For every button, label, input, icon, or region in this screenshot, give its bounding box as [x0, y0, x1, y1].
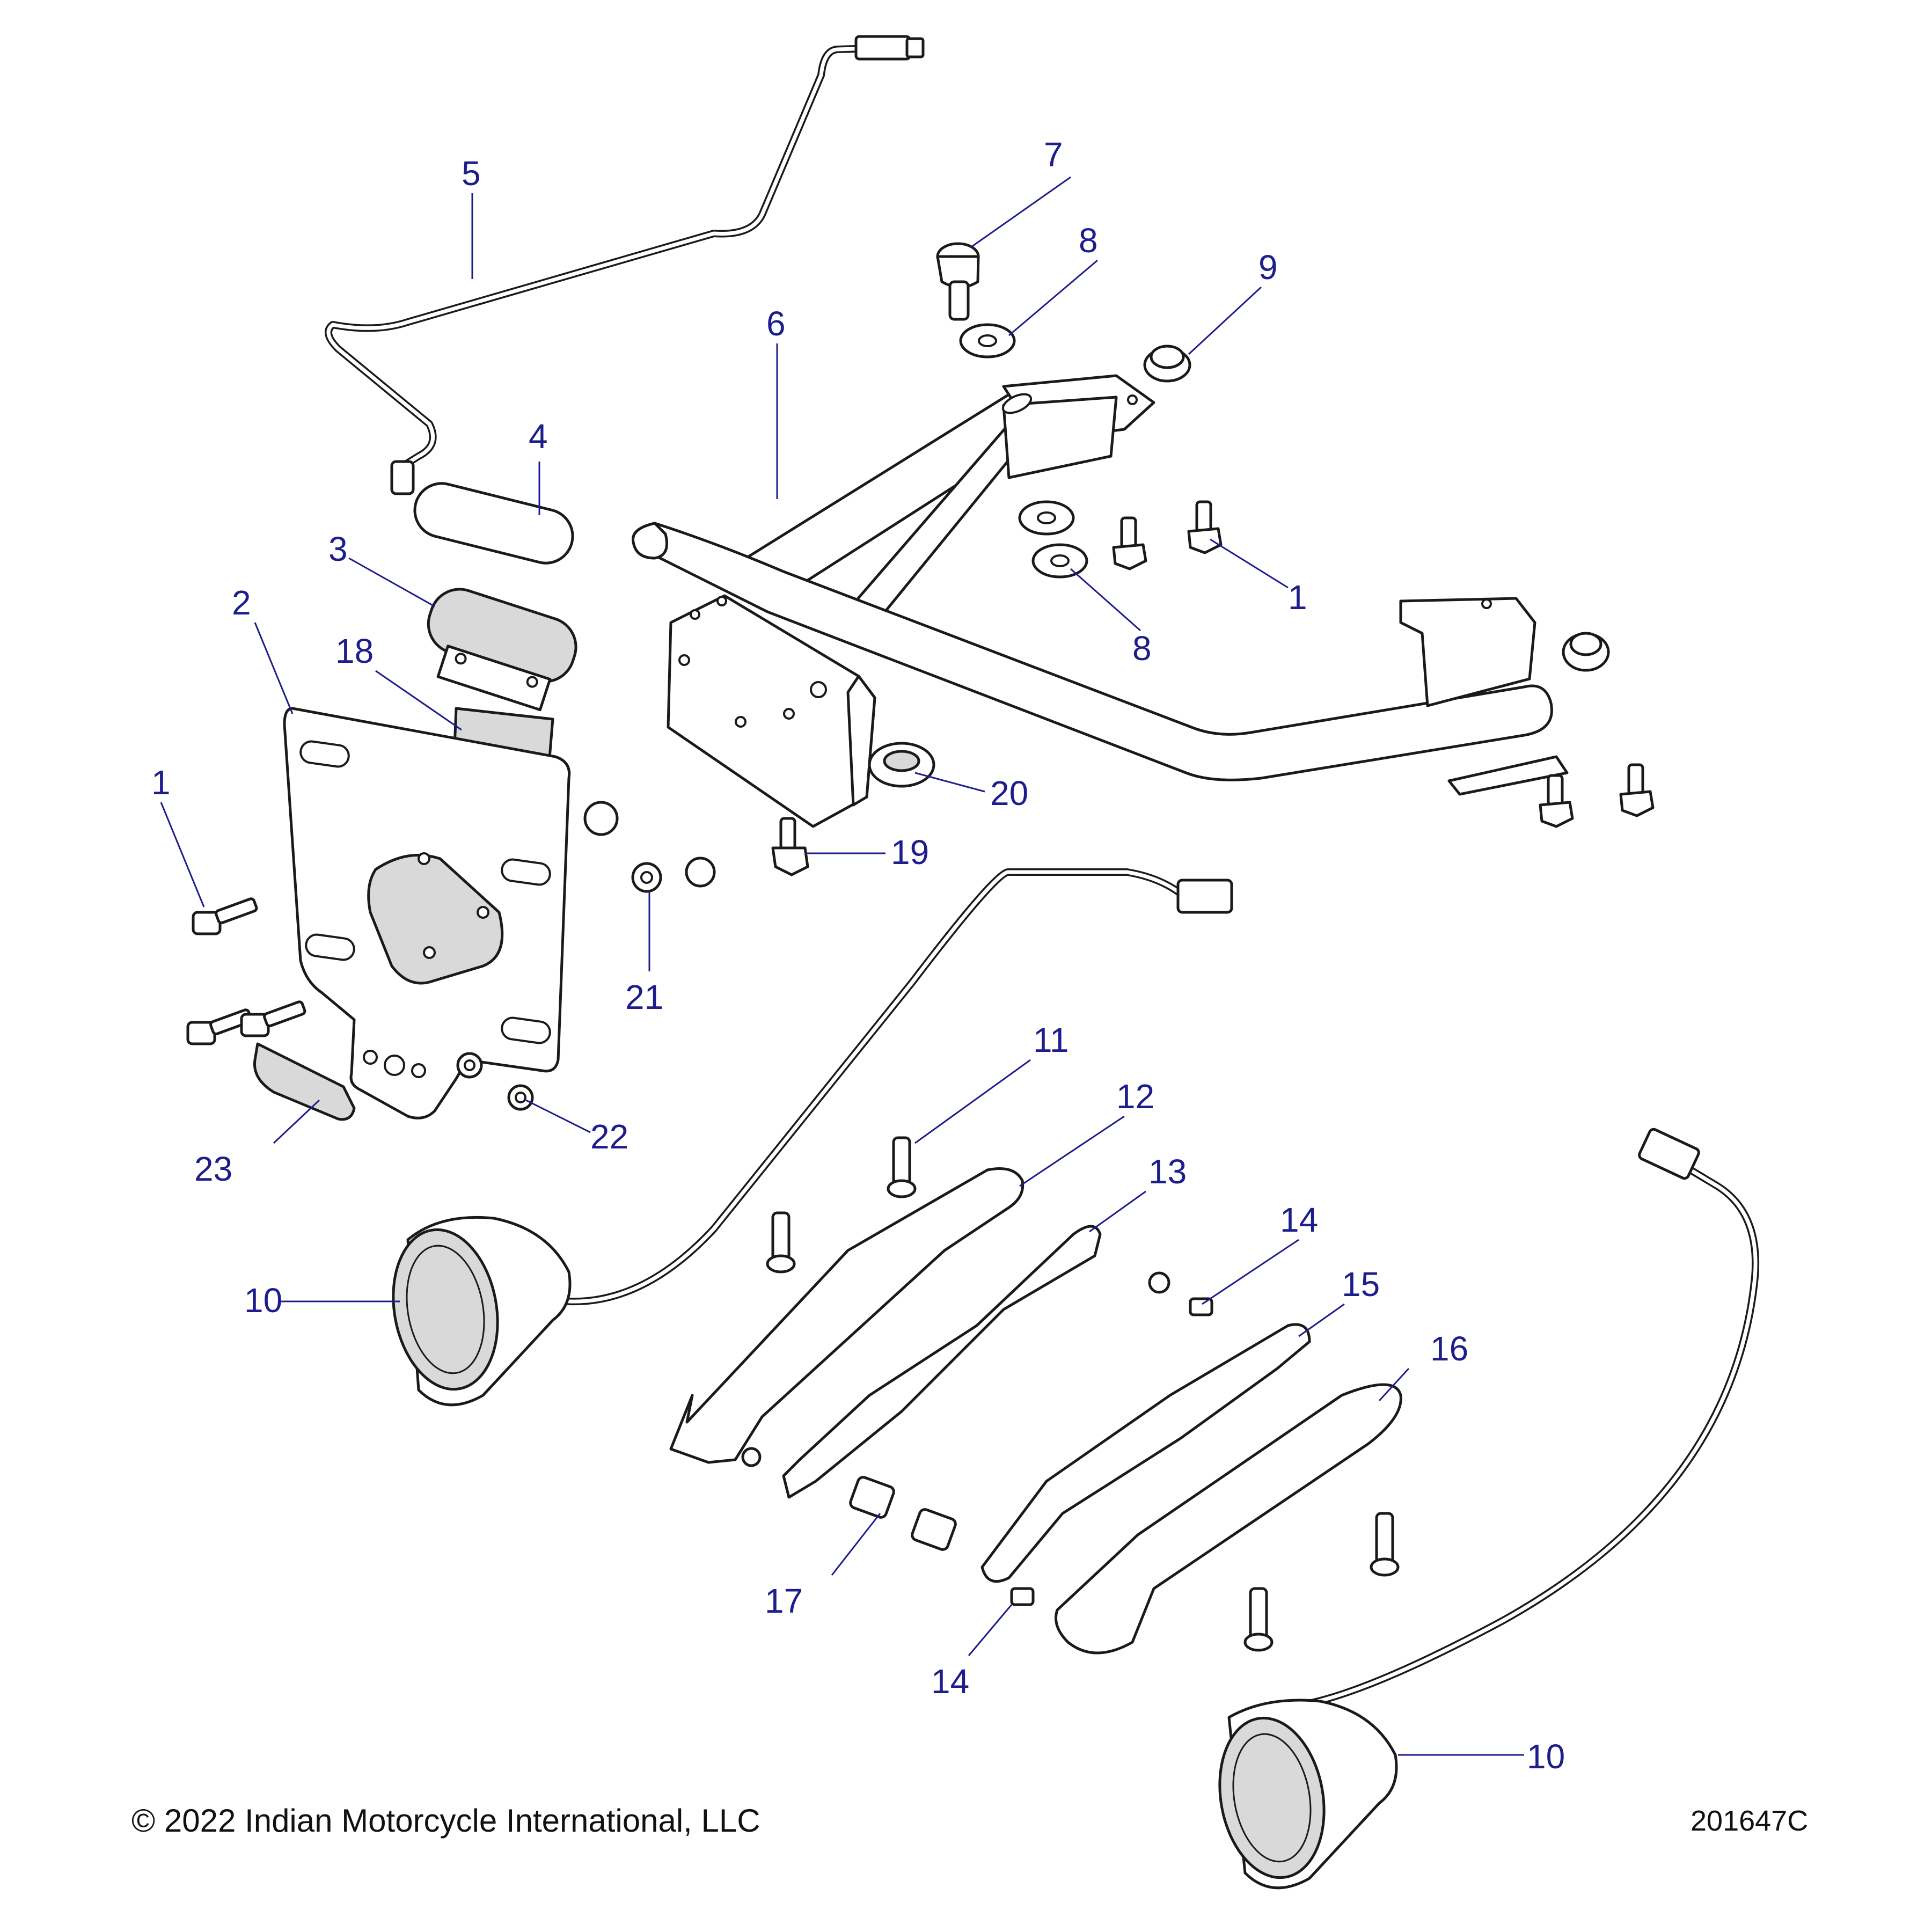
washer-part-8-lower	[1018, 500, 1088, 579]
callout-12: 12	[1116, 1077, 1154, 1116]
turn-signal-lamp-part-10-left	[392, 1216, 572, 1407]
callout-15: 15	[1342, 1265, 1380, 1304]
callout-6: 6	[766, 304, 786, 343]
reflector-part-23	[253, 1042, 356, 1121]
fender-bracket-part-6	[632, 374, 1569, 828]
copyright-notice: © 2022 Indian Motorcycle International, …	[131, 1803, 760, 1839]
bolts-part-1-right	[1112, 500, 1655, 828]
callout-10-left: 10	[244, 1281, 282, 1320]
nut-right	[1562, 632, 1610, 672]
callout-17: 17	[765, 1582, 803, 1620]
trim-bracket-part-15	[980, 1323, 1311, 1583]
callout-labels: 1 2 3 4 5 6 7 8 8 9 18 1 21 19 20 10 11 …	[151, 135, 1565, 1776]
callout-23: 23	[194, 1150, 232, 1188]
plate-bracket-part-2	[283, 707, 571, 1119]
callout-19: 19	[891, 833, 929, 872]
lens-part-4	[413, 482, 574, 565]
callout-8-top: 8	[1079, 221, 1098, 260]
callout-21: 21	[625, 978, 663, 1016]
screw-part-7	[936, 242, 980, 321]
bolt-part-11	[766, 1136, 917, 1274]
callout-5: 5	[462, 154, 481, 193]
wire-harness-part-5	[325, 35, 925, 495]
leader-lines	[160, 176, 1524, 1756]
turn-signal-wire-right	[1284, 1128, 1760, 1710]
callout-14-top: 14	[1280, 1201, 1318, 1239]
callout-22: 22	[590, 1117, 628, 1156]
gasket-part-3	[427, 588, 577, 712]
cover-part-16	[1055, 1383, 1402, 1655]
callout-2: 2	[232, 583, 251, 622]
turn-signal-lamp-part-10-right	[1218, 1699, 1398, 1890]
callout-1-left: 1	[151, 763, 171, 802]
callout-20: 20	[990, 774, 1028, 813]
pins-part-14	[741, 1271, 1213, 1606]
callout-10-right: 10	[1527, 1737, 1565, 1776]
stud-part-19	[771, 817, 809, 876]
bolts-lower-right	[1243, 1512, 1400, 1652]
turn-signal-wire-left	[565, 868, 1233, 1306]
nut-part-21	[583, 801, 716, 893]
callout-13: 13	[1148, 1152, 1187, 1191]
grommet-part-20	[868, 742, 935, 788]
bolts-pair	[186, 1000, 306, 1045]
nut-part-9	[1143, 345, 1191, 383]
nut-part-22	[456, 1052, 534, 1111]
drawing-number: 201647C	[1690, 1805, 1809, 1837]
callout-18: 18	[335, 632, 374, 670]
callout-3: 3	[328, 530, 348, 568]
bolt-part-1-left	[192, 897, 258, 935]
callout-14-bottom: 14	[931, 1662, 969, 1701]
washer-part-8-top	[959, 323, 1016, 358]
callout-16: 16	[1430, 1329, 1468, 1368]
callout-4: 4	[529, 417, 548, 456]
callout-9: 9	[1258, 248, 1278, 287]
callout-7: 7	[1044, 135, 1063, 174]
callout-1: 1	[1288, 578, 1307, 617]
screw-part-17	[849, 1476, 957, 1551]
callout-8-lower: 8	[1132, 629, 1152, 668]
callout-11: 11	[1033, 1021, 1069, 1059]
